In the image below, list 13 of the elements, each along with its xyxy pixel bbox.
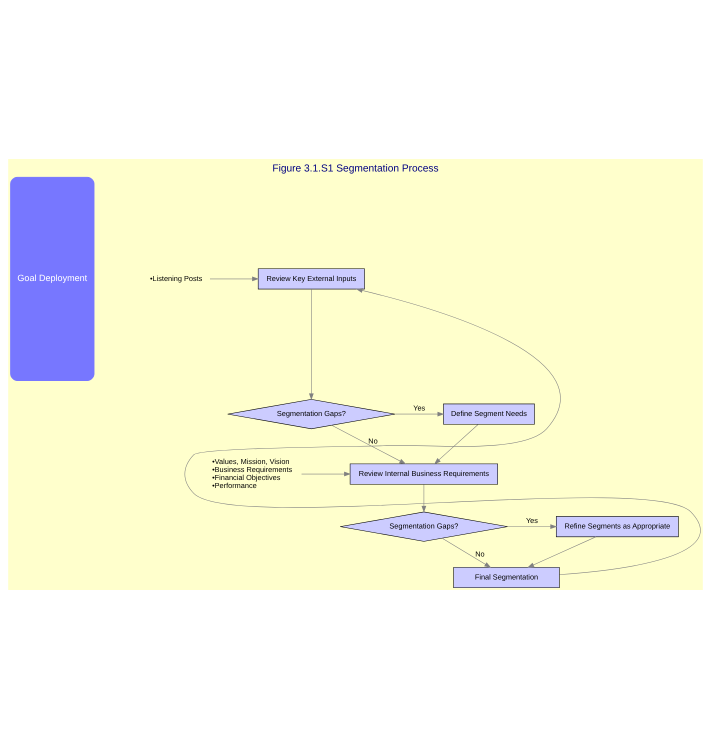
arrow bbox=[184, 288, 701, 574]
arrow bbox=[394, 411, 444, 416]
arrow bbox=[442, 537, 492, 568]
arrow bbox=[331, 424, 406, 464]
arrow bbox=[301, 471, 351, 476]
arrow bbox=[308, 288, 314, 400]
node-box: Goal Deployment bbox=[10, 176, 94, 380]
arrow bbox=[210, 276, 259, 281]
arrow bbox=[434, 424, 478, 464]
arrow bbox=[507, 524, 558, 529]
arrow bbox=[527, 536, 596, 568]
arrow bbox=[422, 484, 426, 512]
diagram-title: Figure 3.1.S1 Segmentation Process bbox=[272, 163, 439, 174]
